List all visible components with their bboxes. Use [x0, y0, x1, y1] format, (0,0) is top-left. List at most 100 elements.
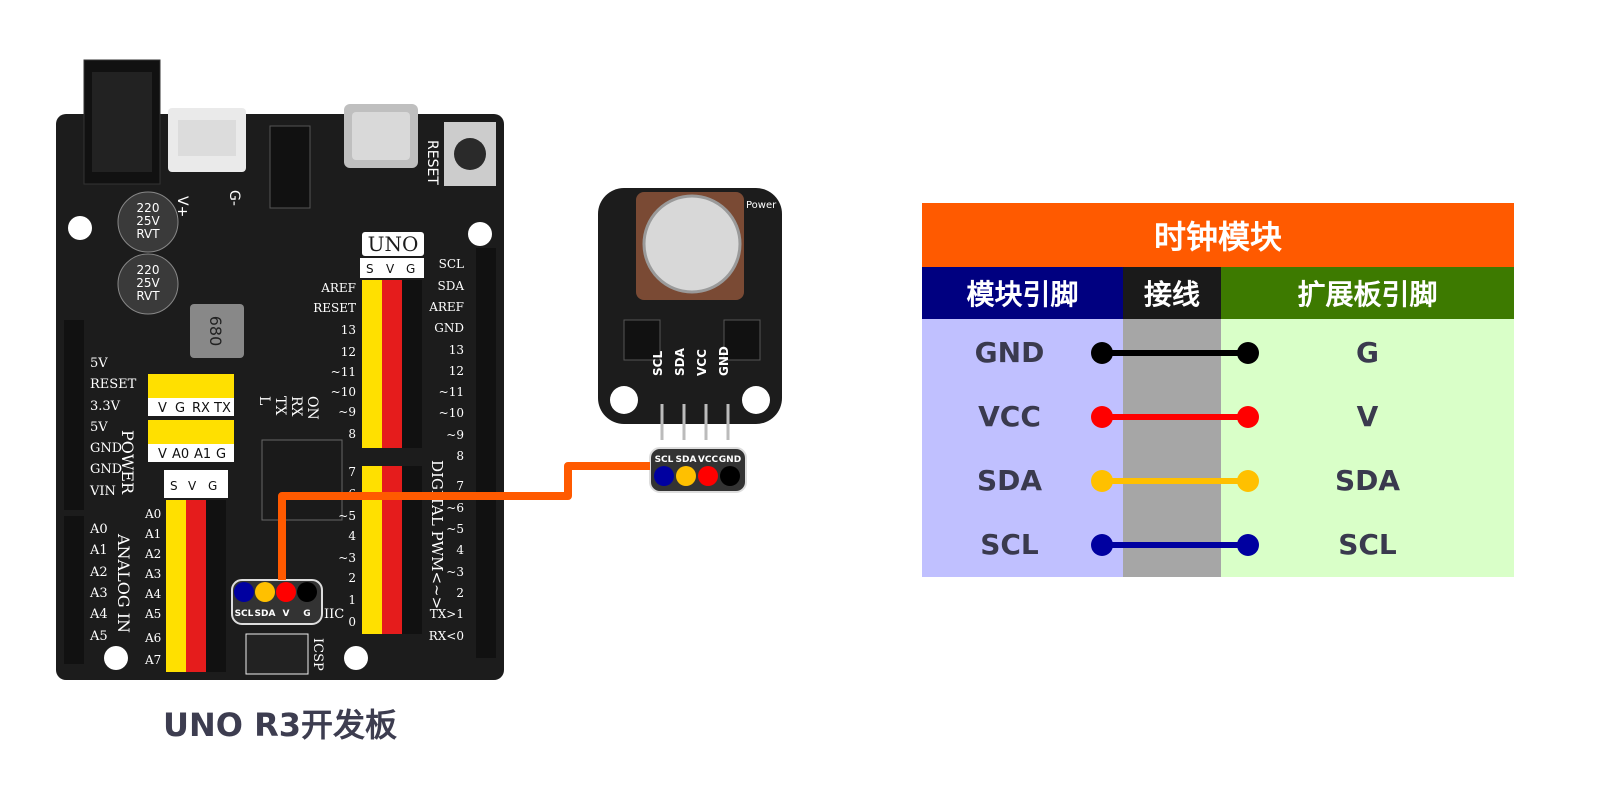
svg-text:25V: 25V	[136, 214, 160, 228]
svg-text:G: G	[208, 479, 217, 493]
svg-text:V: V	[386, 262, 395, 276]
capacitor-2: 220 25V RVT	[117, 253, 179, 315]
coin-cell	[642, 194, 742, 294]
svg-text:A1: A1	[89, 543, 108, 558]
svg-text:220: 220	[137, 201, 160, 215]
svg-text:A0: A0	[89, 522, 108, 537]
header-module-pin: 模块引脚	[922, 267, 1123, 319]
svg-text:~10: ~10	[331, 385, 356, 399]
board-pin: SDA	[1334, 464, 1401, 497]
svg-text:L: L	[256, 396, 272, 405]
svg-text:4: 4	[456, 543, 464, 557]
module-pin: VCC	[978, 400, 1041, 433]
svg-text:A3: A3	[89, 586, 108, 601]
connector-label-gminus: G-	[226, 190, 242, 206]
clock-module: Power SCL SDA VCC GND SCL SDA VCC GND	[598, 188, 782, 493]
digital-side-label: DIGITAL PWM<~>	[428, 460, 446, 609]
analog-svg-header: S V G A0 A1 A2 A3 A4 A5 A6 A7	[144, 470, 228, 672]
table-body: GND G VCC V SDA SDA SCL SCL	[922, 319, 1514, 577]
svg-text:VIN: VIN	[89, 484, 116, 499]
table-row: VCC V	[922, 385, 1514, 449]
reset-label: RESET	[424, 140, 440, 185]
svg-text:RESET: RESET	[313, 301, 356, 315]
svg-text:7: 7	[456, 479, 464, 493]
usb-chip	[269, 125, 311, 209]
svg-text:V: V	[158, 401, 167, 416]
analog-side-label: ANALOG IN	[114, 533, 133, 633]
module-iic-connector: SCL SDA VCC GND	[649, 447, 747, 493]
svg-text:G: G	[406, 262, 415, 276]
svg-text:SDA: SDA	[676, 455, 697, 465]
power-side-label: POWER	[118, 430, 137, 495]
svg-text:A1: A1	[194, 447, 211, 462]
svg-text:0: 0	[348, 615, 356, 629]
table-row: SDA SDA	[922, 449, 1514, 513]
table-row: SCL SCL	[922, 513, 1514, 577]
svg-text:12: 12	[449, 364, 464, 378]
svg-text:A2: A2	[144, 547, 161, 561]
svg-text:13: 13	[449, 343, 464, 357]
svg-text:AREF: AREF	[320, 281, 356, 295]
svg-text:~3: ~3	[338, 551, 356, 565]
wiring-table: 时钟模块 模块引脚 接线 扩展板引脚 GND G VCC V SDA SDA	[922, 203, 1514, 577]
svg-text:~6: ~6	[446, 501, 464, 515]
power-led-label: Power	[746, 200, 777, 211]
uno-logo: UNO	[368, 232, 419, 256]
svg-text:VCC: VCC	[698, 455, 719, 465]
module-pin: SCL	[980, 528, 1039, 561]
svg-text:3.3V: 3.3V	[90, 399, 121, 414]
svg-text:5V: 5V	[90, 356, 108, 371]
power-labels: 5V RESET 3.3V 5V GND GND VIN A0 A1 A2 A3…	[89, 356, 137, 644]
svg-text:4: 4	[348, 529, 356, 543]
iic-cable	[278, 462, 650, 580]
svg-text:SCL: SCL	[439, 257, 464, 271]
svg-text:~5: ~5	[446, 522, 464, 536]
board-iic-connector: SCL SDA V G	[231, 579, 323, 625]
mcu-chip	[261, 439, 343, 521]
module-pin: GND	[974, 336, 1045, 369]
module-pin: SDA	[976, 464, 1043, 497]
svg-text:A4: A4	[144, 587, 162, 601]
svg-text:S: S	[170, 479, 178, 493]
svg-text:SDA: SDA	[255, 609, 276, 619]
svg-text:A6: A6	[144, 631, 161, 645]
svg-text:SDA: SDA	[673, 347, 687, 376]
svg-text:12: 12	[341, 345, 356, 359]
svg-text:RVT: RVT	[136, 289, 160, 303]
svg-text:GND: GND	[719, 455, 741, 465]
capacitor-1: 220 25V RVT	[117, 191, 179, 253]
svg-text:TX: TX	[213, 401, 231, 416]
svg-text:~11: ~11	[331, 365, 356, 379]
svg-text:RX: RX	[192, 401, 210, 416]
svg-text:~9: ~9	[338, 405, 356, 419]
svg-text:~11: ~11	[439, 385, 464, 399]
svg-text:A7: A7	[144, 653, 161, 667]
svg-text:A1: A1	[144, 527, 161, 541]
wire-gnd	[1091, 342, 1259, 364]
svg-text:A5: A5	[89, 629, 108, 644]
board-pin: SCL	[1338, 528, 1397, 561]
svg-text:A3: A3	[144, 567, 161, 581]
svg-text:680: 680	[206, 316, 225, 347]
header-board-pin: 扩展板引脚	[1221, 267, 1514, 319]
svg-text:GND: GND	[434, 321, 464, 335]
svg-text:VCC: VCC	[695, 349, 709, 376]
table-row: GND G	[922, 321, 1514, 385]
svg-text:2: 2	[456, 586, 464, 600]
svg-text:V: V	[188, 479, 197, 493]
wire-sda	[1091, 470, 1259, 492]
svg-text:TX: TX	[272, 396, 288, 415]
svg-text:V: V	[158, 447, 167, 462]
svg-text:AREF: AREF	[428, 300, 464, 314]
icsp-header	[245, 633, 309, 675]
board-caption: UNO R3开发板	[162, 706, 398, 744]
table-header: 模块引脚 接线 扩展板引脚	[922, 267, 1514, 319]
svg-text:GND: GND	[90, 441, 122, 456]
svg-text:A5: A5	[144, 607, 161, 621]
svg-text:2: 2	[348, 571, 356, 585]
svg-text:RX: RX	[288, 396, 304, 417]
svg-text:RX<0: RX<0	[429, 629, 464, 643]
svg-text:A4: A4	[89, 607, 108, 622]
table-title: 时钟模块	[922, 203, 1514, 267]
